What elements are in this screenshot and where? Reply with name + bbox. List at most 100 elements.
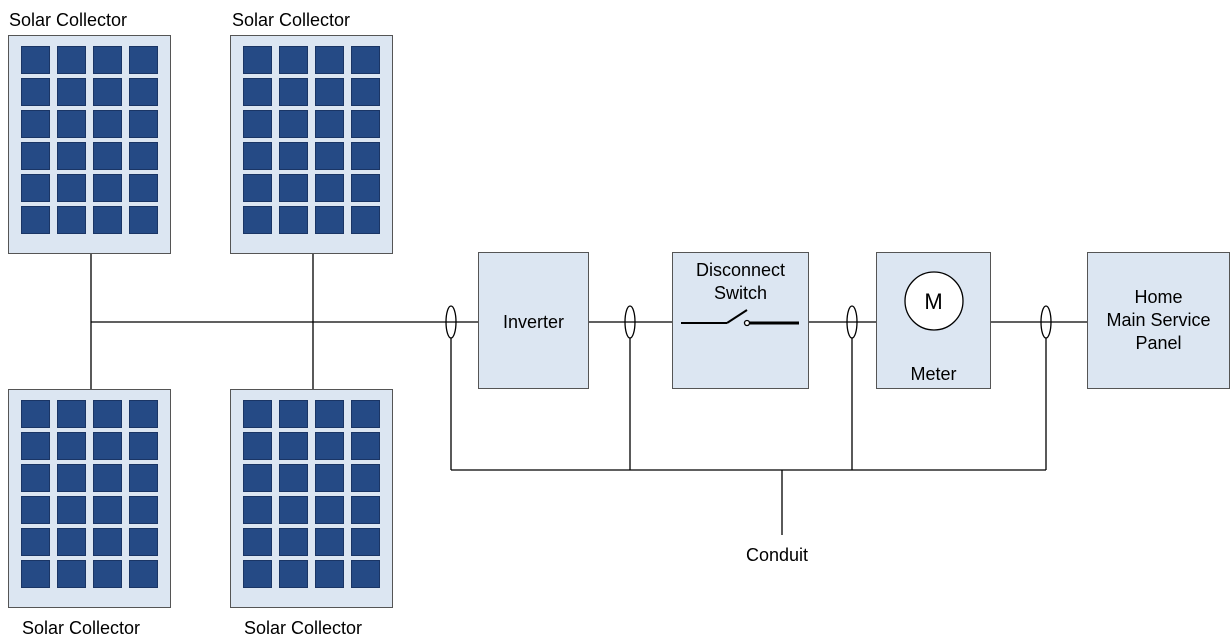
- solar-cell: [57, 206, 86, 234]
- panel-label-line3: Panel: [1135, 333, 1182, 353]
- solar-cell: [57, 464, 86, 492]
- panel-label-line2: Main Service: [1106, 310, 1211, 330]
- solar-cell: [57, 46, 86, 74]
- conduit-ring-4: [1040, 305, 1052, 339]
- solar-cell: [129, 206, 158, 234]
- solar-cell: [351, 206, 380, 234]
- solar-cell: [315, 110, 344, 138]
- solar-cell: [57, 142, 86, 170]
- solar-cell: [57, 528, 86, 556]
- inverter-label: Inverter: [502, 312, 565, 332]
- solar-cell: [315, 432, 344, 460]
- solar-cell: [315, 400, 344, 428]
- solar-cell: [129, 528, 158, 556]
- solar-cell: [351, 496, 380, 524]
- solar-cell: [315, 142, 344, 170]
- solar-cell: [57, 432, 86, 460]
- solar-cell: [351, 46, 380, 74]
- solar-cell: [21, 206, 50, 234]
- solar-cell: [93, 174, 122, 202]
- solar-cell: [315, 496, 344, 524]
- solar-collector-label-bottom-right: Solar Collector: [244, 618, 363, 638]
- solar-cell: [57, 496, 86, 524]
- solar-cell: [21, 78, 50, 106]
- meter-box: M Meter: [876, 252, 991, 389]
- solar-cell: [129, 174, 158, 202]
- solar-cell: [315, 560, 344, 588]
- solar-cell: [93, 432, 122, 460]
- solar-cell: [93, 78, 122, 106]
- solar-cell: [21, 400, 50, 428]
- solar-collector-label-bottom-left: Solar Collector: [22, 618, 141, 638]
- solar-cell: [279, 528, 308, 556]
- solar-cell: [21, 142, 50, 170]
- solar-cell: [21, 464, 50, 492]
- solar-cell: [351, 110, 380, 138]
- solar-cell: [57, 78, 86, 106]
- solar-cell: [351, 174, 380, 202]
- solar-cell: [93, 46, 122, 74]
- solar-cell: [57, 174, 86, 202]
- solar-collector-label-top-right: Solar Collector: [232, 10, 351, 30]
- solar-cell: [93, 528, 122, 556]
- solar-cell-grid: [243, 400, 380, 588]
- solar-cell: [21, 560, 50, 588]
- solar-cell: [93, 496, 122, 524]
- solar-cell: [129, 110, 158, 138]
- solar-cell: [93, 560, 122, 588]
- solar-cell: [243, 432, 272, 460]
- conduit-ring-1: [445, 305, 457, 339]
- solar-cell: [243, 78, 272, 106]
- solar-cell: [279, 496, 308, 524]
- conduit-label: Conduit: [746, 545, 809, 565]
- inverter-box: Inverter: [478, 252, 589, 389]
- solar-cell: [279, 464, 308, 492]
- solar-cell: [351, 400, 380, 428]
- solar-cell: [21, 174, 50, 202]
- solar-cell: [57, 400, 86, 428]
- solar-cell: [279, 432, 308, 460]
- solar-cell: [351, 432, 380, 460]
- solar-cell: [279, 174, 308, 202]
- solar-cell: [129, 46, 158, 74]
- solar-cell: [21, 46, 50, 74]
- solar-cell: [279, 78, 308, 106]
- solar-cell: [243, 46, 272, 74]
- solar-cell: [129, 432, 158, 460]
- meter-label: Meter: [910, 364, 957, 384]
- solar-cell: [243, 206, 272, 234]
- solar-cell-grid: [243, 46, 380, 234]
- solar-cell: [351, 528, 380, 556]
- meter-symbol-icon: [904, 271, 964, 331]
- solar-cell: [279, 560, 308, 588]
- solar-cell: [243, 560, 272, 588]
- solar-cell: [279, 400, 308, 428]
- solar-cell: [351, 78, 380, 106]
- solar-cell: [243, 496, 272, 524]
- solar-cell: [243, 142, 272, 170]
- solar-cell: [315, 464, 344, 492]
- solar-cell: [243, 528, 272, 556]
- solar-cell: [21, 432, 50, 460]
- solar-cell: [243, 464, 272, 492]
- solar-cell-grid: [21, 46, 158, 234]
- solar-cell: [129, 560, 158, 588]
- conduit-ring-3: [846, 305, 858, 339]
- solar-cell: [279, 110, 308, 138]
- solar-cell: [315, 46, 344, 74]
- solar-collector-top-left: [8, 35, 171, 254]
- solar-cell: [315, 206, 344, 234]
- solar-cell-grid: [21, 400, 158, 588]
- solar-cell: [21, 528, 50, 556]
- solar-cell: [351, 142, 380, 170]
- solar-cell: [351, 464, 380, 492]
- panel-label-line1: Home: [1134, 287, 1183, 307]
- conduit-ring-2: [624, 305, 636, 339]
- solar-collector-bottom-left: [8, 389, 171, 608]
- switch-symbol-icon: [681, 309, 799, 327]
- solar-cell: [93, 400, 122, 428]
- solar-cell: [351, 560, 380, 588]
- disconnect-label-line2: Switch: [713, 283, 767, 303]
- solar-cell: [315, 528, 344, 556]
